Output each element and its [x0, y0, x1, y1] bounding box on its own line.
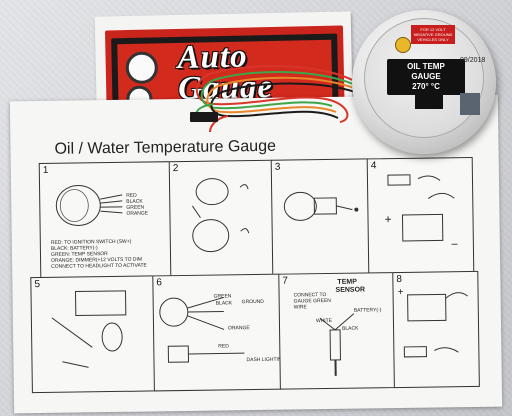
svg-text:−: −	[451, 237, 458, 251]
temperature-gauge: FOR 12 VOLT NEGATIVE GROUND VEHICLES ONL…	[352, 10, 496, 154]
step-panel-1: 1 RED BLACK GREEN ORANGE RED: TO IGNITIO…	[38, 161, 173, 280]
step-panel-3: 3	[270, 158, 371, 276]
mounting-illustration	[191, 178, 250, 253]
gauge-side-sticker	[460, 93, 480, 115]
step-panel-8: 8 +	[392, 270, 480, 389]
step-panel-6: 6 GREEN BLACK GROUND ORANGE RED DASH LIG…	[152, 273, 285, 392]
sensor-illustration	[319, 313, 355, 376]
step-panel-2: 2	[168, 159, 275, 278]
gauge-wiring-illustration	[55, 184, 123, 226]
gauge-back-block	[415, 95, 443, 109]
step-panel-4: 4 + −	[366, 156, 475, 275]
gauge-title-label: OIL TEMP GAUGE 270° °C	[387, 59, 465, 95]
gauge-title-line: GAUGE	[411, 72, 441, 81]
gauge-title-line: OIL TEMP	[407, 62, 445, 71]
wire-connector	[190, 112, 218, 122]
gauge-face: FOR 12 VOLT NEGATIVE GROUND VEHICLES ONL…	[364, 18, 486, 138]
step-panel-5: 5	[30, 275, 156, 394]
battery-illustration: + −	[384, 174, 458, 251]
ok-sticker	[395, 37, 411, 53]
gauge-title-line: 270° °C	[412, 82, 440, 91]
instruction-sheet: Oil / Water Temperature Gauge 1 RED BLAC…	[9, 94, 503, 414]
wiring-diagram	[159, 296, 245, 363]
battery-reconnect-illustration: +	[397, 287, 468, 358]
svg-text:+: +	[397, 287, 403, 298]
sensor-install-illustration	[51, 290, 127, 368]
bracket-illustration	[283, 191, 359, 221]
svg-text:+: +	[384, 212, 391, 226]
gauge-date: 09/2018	[460, 57, 486, 64]
voltage-warning-label: FOR 12 VOLT NEGATIVE GROUND VEHICLES ONL…	[411, 25, 455, 44]
step-panel-7: 7 TEMP SENSOR CONNECT TO GAUGE GREEN WIR…	[278, 272, 396, 390]
